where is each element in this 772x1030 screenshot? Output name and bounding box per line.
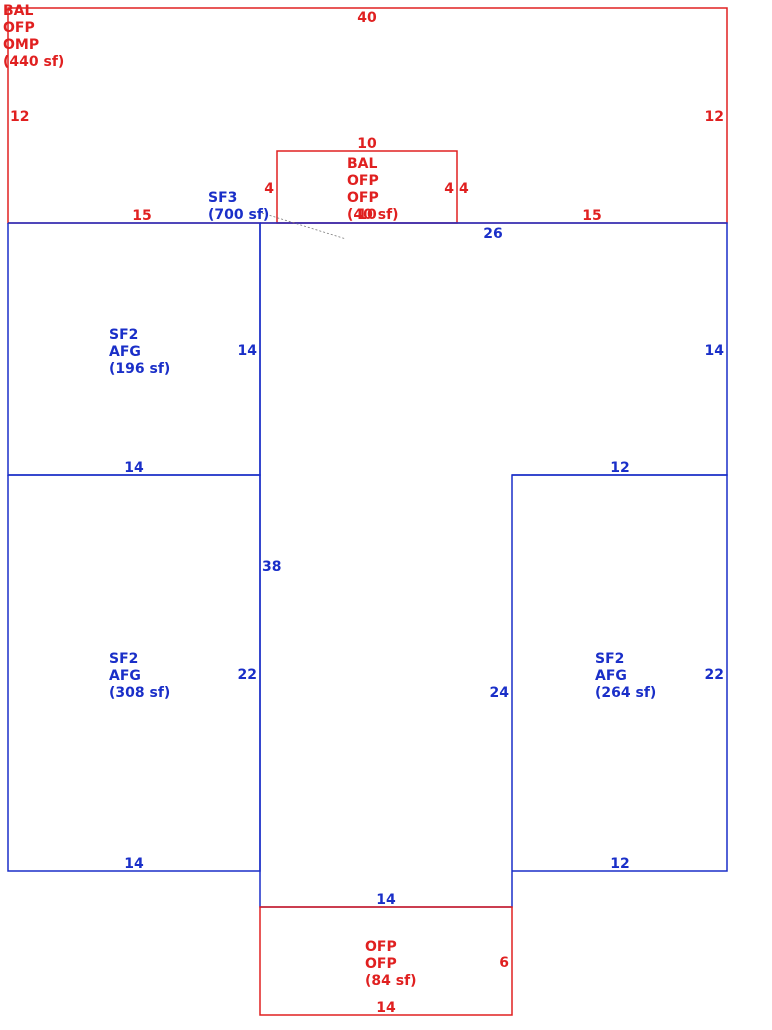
bal-top-label: BAL OFP OMP (440 sf) bbox=[3, 3, 64, 70]
dim-ul-right: 14 bbox=[238, 343, 258, 359]
dim-main-left: 38 bbox=[262, 559, 281, 575]
dim-ofp-bottom: 14 bbox=[376, 1000, 396, 1016]
sf2-lower-left-label: SF2 AFG (308 sf) bbox=[109, 651, 170, 701]
sf3-leader-line bbox=[261, 212, 347, 240]
area-outlines bbox=[7, 7, 728, 1016]
dim-bal-small-left: 4 bbox=[264, 181, 274, 197]
dim-right-mid-top: 12 bbox=[610, 460, 629, 476]
dim-main-top: 26 bbox=[483, 226, 502, 242]
area-labels: BAL OFP OMP (440 sf) BAL OFP OFP (40 sf)… bbox=[3, 3, 656, 989]
dim-r-bottom: 12 bbox=[610, 856, 629, 872]
dim-ll-bottom: 14 bbox=[124, 856, 144, 872]
dim-main-bottom: 14 bbox=[376, 892, 396, 908]
ofp-bottom-outline bbox=[259, 906, 513, 1016]
dim-r-side: 22 bbox=[705, 667, 724, 683]
sf2-upper-left-label: SF2 AFG (196 sf) bbox=[109, 327, 170, 377]
dim-top-bottom-left: 15 bbox=[132, 208, 151, 224]
dim-bal-small-right-outer: 4 bbox=[459, 181, 469, 197]
sf2-right-outline bbox=[512, 474, 728, 872]
dim-top-bottom-right: 15 bbox=[582, 208, 601, 224]
sf3-outline bbox=[259, 222, 728, 908]
dim-bal-small-right-inner: 4 bbox=[444, 181, 454, 197]
dim-bal-small-bottom: 10 bbox=[357, 207, 377, 223]
dim-top-left-side: 12 bbox=[10, 109, 29, 125]
dim-top-width: 40 bbox=[357, 10, 377, 26]
sf2-right-label: SF2 AFG (264 sf) bbox=[595, 651, 656, 701]
sf3-label: SF3 (700 sf) bbox=[208, 190, 269, 223]
dim-right-upper: 14 bbox=[705, 343, 725, 359]
dimension-labels: 40 12 12 15 15 10 4 4 4 10 26 14 14 14 1… bbox=[10, 10, 724, 1016]
dim-main-right-lower: 24 bbox=[490, 685, 510, 701]
dim-ll-right: 22 bbox=[238, 667, 257, 683]
dim-ul-bottom: 14 bbox=[124, 460, 144, 476]
dim-top-right-side: 12 bbox=[705, 109, 724, 125]
dim-ofp-side: 6 bbox=[499, 955, 509, 971]
bal-small-label: BAL OFP OFP (40 sf) bbox=[347, 156, 399, 223]
ofp-bottom-label: OFP OFP (84 sf) bbox=[365, 939, 417, 989]
sf2-lower-left-outline bbox=[7, 474, 261, 872]
dim-bal-small-top: 10 bbox=[357, 136, 377, 152]
